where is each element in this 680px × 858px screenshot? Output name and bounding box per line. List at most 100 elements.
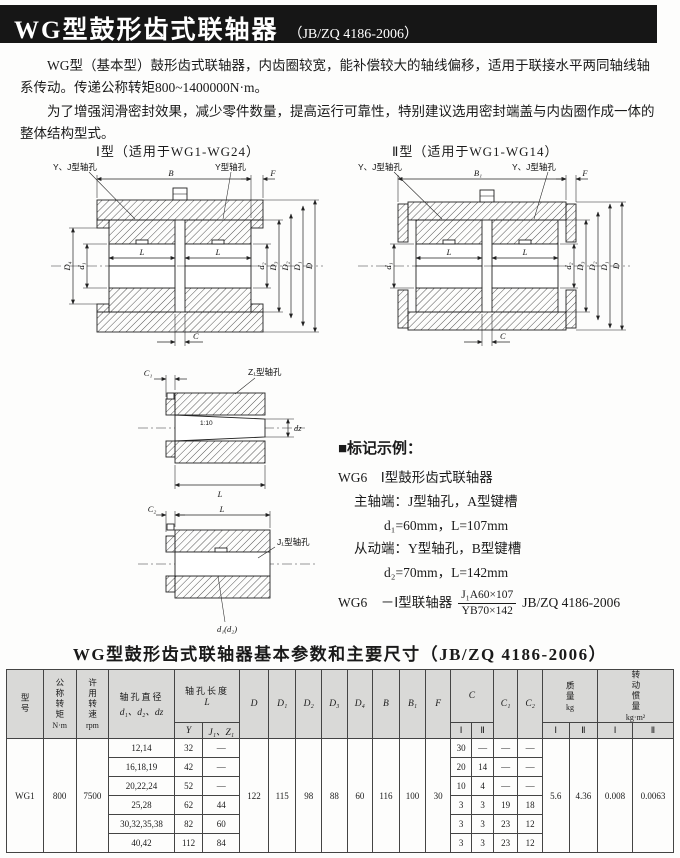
table-row: 16,18,19 42 — 20 14 — —	[7, 757, 674, 777]
dim-label-L-left: L	[446, 247, 452, 257]
cell-C2: 18	[517, 795, 543, 815]
designation-fraction: J₁A60×107 YB70×142	[458, 588, 517, 618]
header-J1Z1: J₁、Z₁	[202, 722, 241, 739]
marking-example: ■标记示例： WG6 Ⅰ型鼓形齿式联轴器 主轴端：J型轴孔，A型键槽 d₁=60…	[338, 436, 643, 618]
cell-C-II: 3	[471, 833, 494, 853]
taper-label: 1:10	[200, 420, 213, 427]
cell-torque: 800	[42, 738, 77, 853]
figure-j1-bore-drawing: C₂ L J₁型轴孔 d₁(d₂)	[138, 504, 315, 634]
header-D: D	[239, 669, 269, 739]
cell-B: 116	[372, 738, 400, 853]
cell-J1Z1: —	[202, 776, 241, 796]
intro-paragraph-1: WG型（基本型）鼓形齿式联轴器，内齿圈较宽，能补偿较大的轴线偏移，适用于联接水平…	[20, 58, 650, 95]
cell-Y: 62	[173, 795, 204, 815]
dim-label-d2: d₂	[256, 262, 266, 269]
figure-type1-drawing: Y、J型轴孔 Y型轴孔 B F L L C d₁ D₄ d₂ D₃ D₂ D₁ …	[51, 162, 323, 346]
header-D4: D₄	[346, 669, 374, 739]
cell-J1Z1: —	[202, 757, 241, 777]
page-title: WG型鼓形齿式联轴器	[14, 17, 279, 44]
cell-J1Z1: —	[202, 738, 241, 758]
marking-line-4: 从动端：Y型轴孔，B型键槽	[354, 541, 522, 557]
dim-label-L-right: L	[522, 247, 528, 257]
header-mass-I: Ⅰ	[541, 722, 570, 739]
header-inertia-II: Ⅱ	[631, 722, 675, 739]
table-row: 40,42 112 84 3 3 23 12	[7, 833, 674, 853]
dim-label-D: D	[304, 262, 314, 270]
header-inertia-I: Ⅰ	[597, 722, 633, 739]
dim-label-L-right: L	[215, 247, 221, 257]
cell-dia: 20,22,24	[108, 776, 175, 796]
dim-label-F: F	[581, 168, 588, 178]
dim-label-D3: D₃	[575, 261, 585, 271]
cell-Y: 82	[173, 814, 204, 834]
cell-mass-II: 4.36	[568, 738, 599, 853]
cell-D: 122	[239, 738, 269, 853]
cell-C-I: 20	[449, 757, 473, 777]
cell-C1: 23	[492, 814, 519, 834]
table-row: WG1 800 7500 12,14 32 — 122 115 98 88 60…	[6, 738, 675, 853]
cell-J1Z1: 44	[202, 795, 241, 815]
dim-label-d1d2: d₁(d₂)	[217, 624, 237, 634]
cell-C1: 23	[492, 833, 519, 853]
cell-dia: 12,14	[108, 738, 175, 758]
dimension-lines	[156, 511, 276, 623]
table-title: WG型鼓形齿式联轴器基本参数和主要尺寸（JB/ZQ 4186-2006）	[72, 645, 608, 664]
dim-label-d1: d₁	[383, 262, 393, 269]
marking-line-3: d₁=60mm，L=107mm	[384, 517, 509, 533]
header-F: F	[425, 669, 451, 739]
cell-C-II: —	[471, 738, 494, 758]
cell-dia: 30,32,35,38	[108, 814, 175, 834]
fraction-numerator: J₁A60×107	[458, 588, 517, 604]
dim-label-F: F	[269, 168, 276, 178]
cell-dia: 25,28	[108, 795, 175, 815]
designation-standard: JB/ZQ 4186-2006	[522, 595, 621, 611]
marking-line-2: 主轴端：J型轴孔，A型键槽	[354, 493, 518, 509]
hole-type-label-left: Y、J型轴孔	[358, 162, 402, 172]
dim-label-C: C	[193, 331, 199, 341]
cell-Y: 42	[173, 757, 204, 777]
cell-Y: 32	[173, 738, 204, 758]
dim-label-D2: D₂	[587, 261, 597, 271]
dimension-lines	[390, 171, 626, 346]
figure-z1-bore-drawing: C₁ Z₁型轴孔 1:10 dz L	[138, 367, 305, 499]
cell-D3: 88	[321, 738, 348, 853]
dim-label-L: L	[219, 504, 225, 514]
dim-label-D1: D₁	[292, 261, 302, 271]
dim-label-L-left: L	[139, 247, 145, 257]
coupling-section	[358, 189, 630, 331]
cell-inertia-II: 0.0063	[631, 738, 675, 853]
header-C-I: Ⅰ	[449, 722, 473, 739]
dim-label-d2: d₂	[563, 262, 573, 269]
cell-F: 30	[425, 738, 451, 853]
dim-label-B1: B₁	[474, 168, 482, 178]
cell-C-I: 3	[449, 814, 473, 834]
cell-D4: 60	[346, 738, 374, 853]
cell-mass-I: 5.6	[541, 738, 570, 853]
page-title-bar: WG型鼓形齿式联轴器 （JB/ZQ 4186-2006）	[0, 5, 657, 44]
marking-line-5: d₂=70mm，L=142mm	[384, 564, 509, 580]
cell-C2: —	[517, 776, 543, 796]
dimension-lines	[69, 171, 319, 346]
cell-inertia-I: 0.008	[597, 738, 633, 853]
header-D1: D₁	[267, 669, 297, 739]
cell-C-II: 3	[471, 814, 494, 834]
header-B1: B₁	[398, 669, 427, 739]
cell-Y: 52	[173, 776, 204, 796]
dim-label-D2: D₂	[280, 261, 290, 271]
dim-label-C1: C₁	[144, 368, 153, 378]
marking-heading: ■标记示例：	[338, 441, 423, 457]
cell-C2: 12	[517, 814, 543, 834]
cell-C2: —	[517, 738, 543, 758]
figure2-caption: Ⅱ型（适用于WG1-WG14）	[392, 144, 559, 159]
marking-line-1: WG6 Ⅰ型鼓形齿式联轴器	[338, 470, 493, 486]
cell-C-I: 3	[449, 795, 473, 815]
cell-C2: 12	[517, 833, 543, 853]
header-D3: D₃	[321, 669, 348, 739]
cell-C-II: 4	[471, 776, 494, 796]
cell-Y: 112	[173, 833, 204, 853]
